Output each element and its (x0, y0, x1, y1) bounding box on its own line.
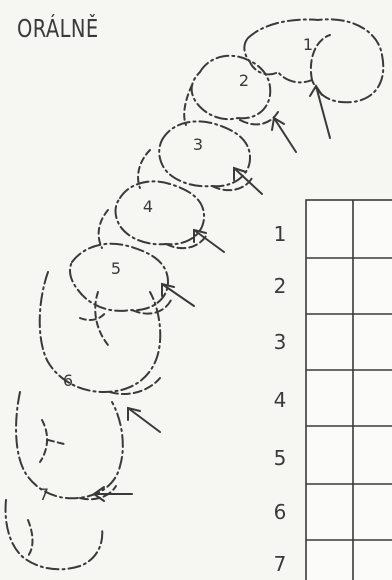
arrow-6 (128, 408, 160, 432)
answer-table (306, 200, 392, 580)
tooth-number-7: 7 (39, 485, 49, 504)
tooth-number-3: 3 (193, 135, 203, 154)
table-row-label-1: 1 (268, 222, 292, 246)
table-row-label-6: 6 (268, 500, 292, 524)
arrow-5 (162, 284, 194, 306)
table-row-label-3: 3 (268, 330, 292, 354)
table-row-label-5: 5 (268, 446, 292, 470)
tooth-outline-2 (184, 56, 278, 125)
tooth-outline-8-partial (6, 500, 103, 569)
tooth-number-4: 4 (143, 197, 153, 216)
arrow-2 (272, 118, 296, 152)
table-row-label-7: 7 (268, 552, 292, 576)
arrow-1 (310, 86, 330, 138)
arrow-4 (194, 230, 224, 252)
tooth-outline-6 (40, 272, 161, 394)
tooth-number-6: 6 (63, 371, 73, 390)
tooth-outline-7 (16, 392, 123, 499)
table-row-label-2: 2 (268, 274, 292, 298)
arrow-3 (234, 168, 262, 194)
table-row-label-4: 4 (268, 388, 292, 412)
tooth-outline-5 (70, 244, 172, 314)
tooth-number-1: 1 (303, 35, 313, 54)
tooth-number-2: 2 (239, 71, 249, 90)
tooth-number-5: 5 (111, 259, 121, 278)
